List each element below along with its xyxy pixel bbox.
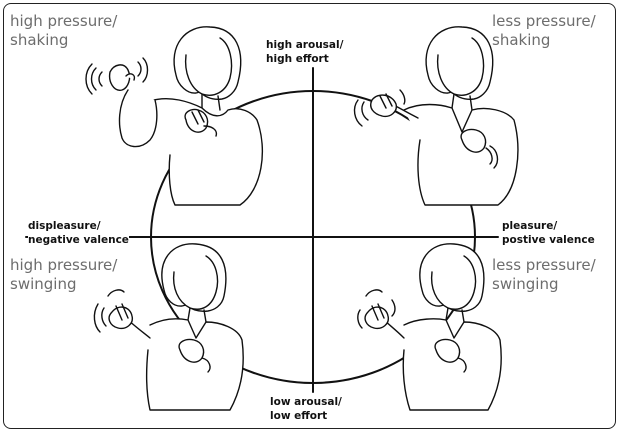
- caption-bottom-right: less pressure/ swinging: [492, 256, 596, 294]
- figure-top-right: [355, 27, 518, 205]
- caption-top-right: less pressure/ shaking: [492, 12, 596, 50]
- axis-label-top: high arousal/ high effort: [266, 38, 343, 66]
- axis-label-bottom: low arousal/ low effort: [270, 395, 342, 423]
- axis-label-left: displeasure/ negative valence: [28, 219, 129, 247]
- caption-top-left: high pressure/ shaking: [10, 12, 117, 50]
- caption-bottom-left: high pressure/ swinging: [10, 256, 117, 294]
- axis-label-right: pleasure/ postive valence: [502, 219, 595, 247]
- figure-top-left: [86, 27, 262, 205]
- figure-bottom-right: [358, 244, 501, 410]
